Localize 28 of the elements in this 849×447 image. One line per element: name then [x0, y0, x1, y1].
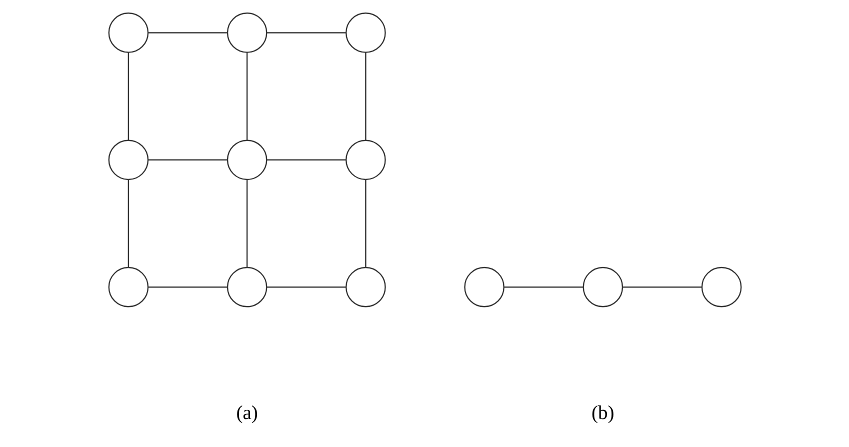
node-circle [464, 266, 504, 308]
connector [266, 32, 346, 34]
connector [148, 159, 227, 161]
connector [148, 32, 227, 34]
node-circle [345, 140, 386, 180]
connector [622, 286, 702, 288]
connector [127, 180, 129, 268]
connector [246, 180, 248, 268]
node-circle [226, 266, 267, 308]
node-circle [226, 140, 267, 180]
label: (a) [236, 402, 258, 424]
connector [364, 180, 366, 268]
node-circle [108, 12, 148, 53]
node-circle [582, 266, 623, 308]
connector [266, 159, 346, 161]
label: (b) [591, 402, 614, 424]
connector [364, 52, 366, 140]
connector [504, 286, 583, 288]
node-circle [700, 266, 742, 308]
node-circle [226, 12, 267, 53]
node-circle [108, 266, 148, 308]
connector [148, 286, 227, 288]
node-circle [345, 266, 386, 308]
connector [127, 52, 129, 140]
connector [246, 52, 248, 140]
connector [266, 286, 346, 288]
node-circle [108, 140, 148, 180]
node-circle [345, 12, 386, 53]
